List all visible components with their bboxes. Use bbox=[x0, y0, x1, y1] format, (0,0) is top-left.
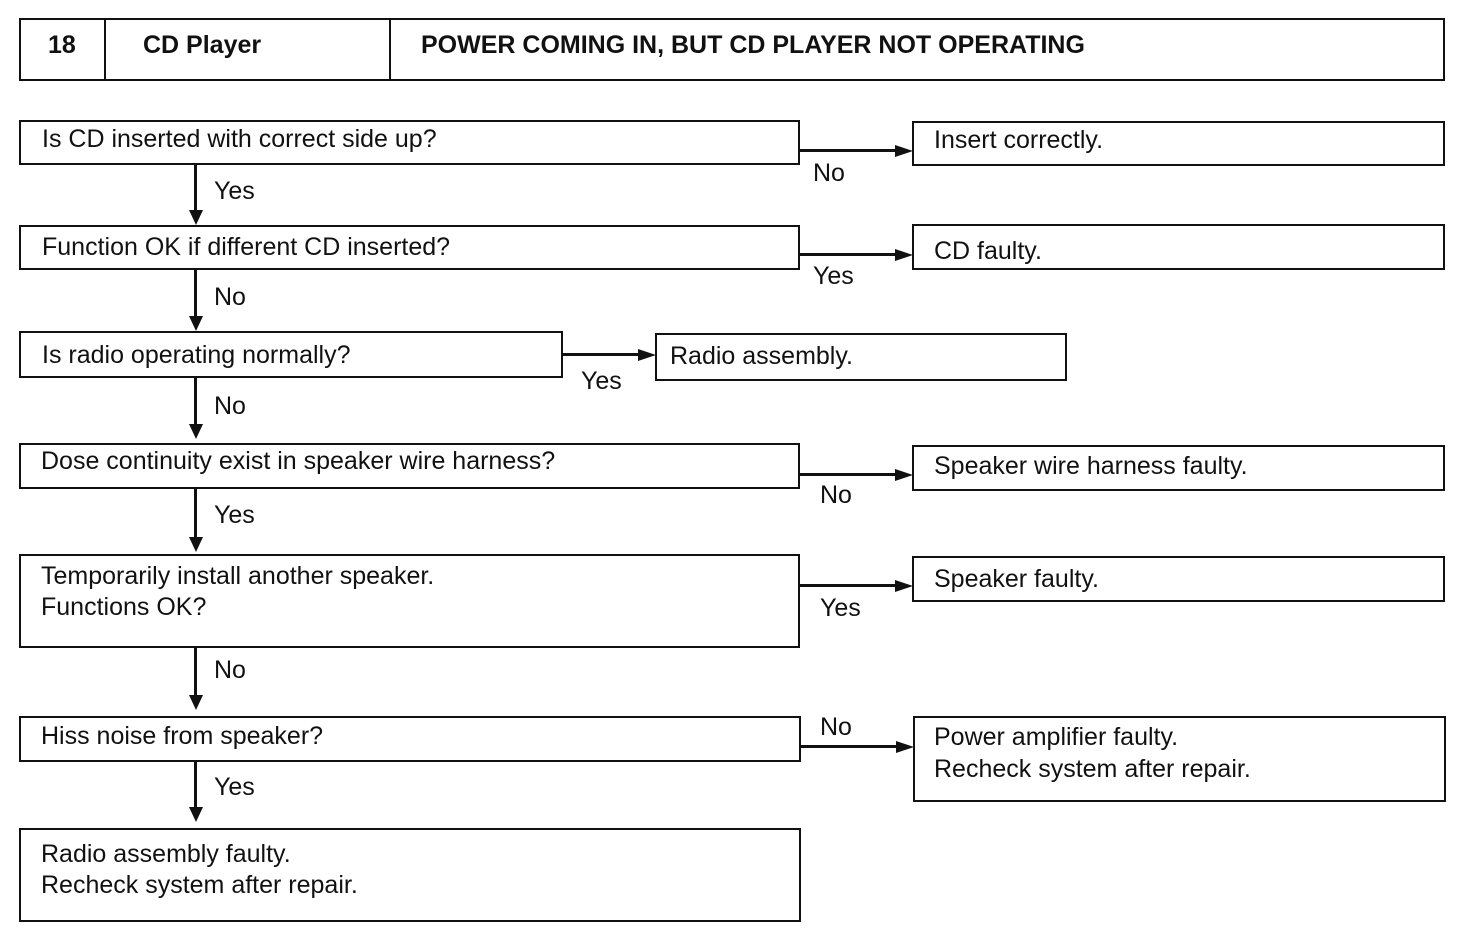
question-box-5 bbox=[19, 554, 800, 648]
question-box-6 bbox=[19, 716, 801, 762]
question-5-text-line1: Temporarily install another speaker. bbox=[41, 562, 435, 590]
arrowhead-q1-q2 bbox=[189, 210, 203, 225]
down-label-q6: Yes bbox=[214, 773, 255, 801]
result-5-text: Speaker faulty. bbox=[934, 565, 1099, 593]
question-box-1 bbox=[19, 120, 800, 165]
side-label-q2: Yes bbox=[813, 262, 854, 290]
header-separator-1 bbox=[104, 19, 106, 80]
arrowhead-q5-result bbox=[895, 580, 913, 592]
result-box-6 bbox=[913, 716, 1446, 802]
result-6-text-line2: Recheck system after repair. bbox=[934, 755, 1251, 783]
header-number: 18 bbox=[48, 31, 76, 59]
question-3-text: Is radio operating normally? bbox=[42, 341, 351, 369]
arrowhead-q3-q4 bbox=[189, 424, 203, 439]
down-label-q3: No bbox=[214, 392, 246, 420]
header-system: CD Player bbox=[143, 31, 262, 59]
arrowhead-q2-q3 bbox=[189, 316, 203, 331]
header-title: POWER COMING IN, BUT CD PLAYER NOT OPERA… bbox=[421, 31, 1085, 59]
result-box-5 bbox=[912, 556, 1445, 602]
arrowhead-q5-q6 bbox=[189, 695, 203, 710]
arrow-q1-to-result bbox=[800, 149, 896, 152]
question-box-3 bbox=[19, 331, 563, 378]
arrowhead-q2-result bbox=[895, 249, 913, 261]
side-label-q6: No bbox=[820, 713, 852, 741]
header-separator-2 bbox=[389, 19, 391, 80]
result-box-2 bbox=[912, 224, 1445, 270]
result-1-text: Insert correctly. bbox=[934, 126, 1104, 154]
result-box-3 bbox=[655, 333, 1067, 381]
result-6-text-line1: Power amplifier faulty. bbox=[934, 723, 1179, 751]
arrow-q1-to-q2 bbox=[194, 165, 197, 212]
side-label-q5: Yes bbox=[820, 594, 861, 622]
question-1-text: Is CD inserted with correct side up? bbox=[42, 125, 437, 153]
side-label-q1: No bbox=[813, 159, 845, 187]
arrow-q2-to-result bbox=[800, 253, 896, 256]
result-box-1 bbox=[912, 121, 1445, 166]
result-3-text: Radio assembly. bbox=[670, 342, 853, 370]
arrow-q6-to-final bbox=[194, 762, 197, 809]
arrow-q4-to-q5 bbox=[194, 489, 197, 539]
question-2-text: Function OK if different CD inserted? bbox=[42, 233, 451, 261]
down-label-q4: Yes bbox=[214, 501, 255, 529]
side-label-q4: No bbox=[820, 481, 852, 509]
final-result-box bbox=[19, 828, 801, 922]
arrow-q3-to-q4 bbox=[194, 378, 197, 426]
question-4-text: Dose continuity exist in speaker wire ha… bbox=[41, 447, 556, 475]
down-label-q2: No bbox=[214, 283, 246, 311]
down-label-q5: No bbox=[214, 656, 246, 684]
arrowhead-q4-q5 bbox=[189, 537, 203, 552]
arrowhead-q1-result bbox=[895, 145, 913, 157]
result-box-4 bbox=[912, 445, 1445, 491]
question-box-2 bbox=[19, 225, 800, 270]
side-label-q3: Yes bbox=[581, 367, 622, 395]
arrow-q3-to-result bbox=[563, 353, 639, 356]
arrowhead-q3-result bbox=[638, 349, 656, 361]
down-label-q1: Yes bbox=[214, 177, 255, 205]
arrowhead-q6-final bbox=[189, 807, 203, 822]
result-2-text: CD faulty. bbox=[934, 237, 1042, 265]
arrow-q5-to-q6 bbox=[194, 648, 197, 697]
final-result-line2: Recheck system after repair. bbox=[41, 871, 358, 899]
result-4-text: Speaker wire harness faulty. bbox=[934, 452, 1248, 480]
question-box-4 bbox=[19, 443, 800, 489]
question-5-text-line2: Functions OK? bbox=[41, 593, 207, 621]
header-bar bbox=[19, 18, 1445, 81]
arrowhead-q6-result bbox=[896, 741, 914, 753]
arrowhead-q4-result bbox=[895, 469, 913, 481]
question-6-text: Hiss noise from speaker? bbox=[41, 722, 324, 750]
final-result-line1: Radio assembly faulty. bbox=[41, 840, 291, 868]
arrow-q6-to-result bbox=[801, 745, 897, 748]
arrow-q2-to-q3 bbox=[194, 270, 197, 318]
arrow-q4-to-result bbox=[800, 473, 896, 476]
arrow-q5-to-result bbox=[800, 584, 896, 587]
